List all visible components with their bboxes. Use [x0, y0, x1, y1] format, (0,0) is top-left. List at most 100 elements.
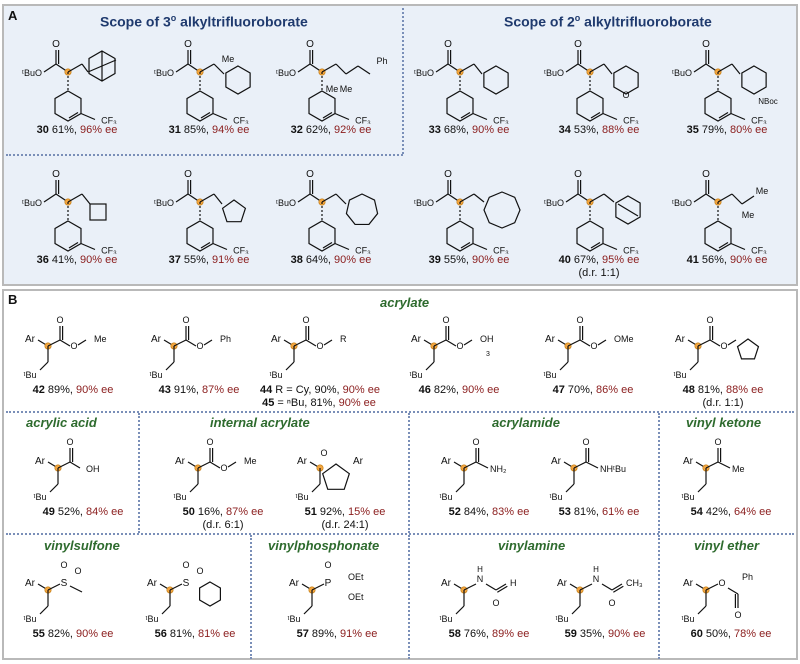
- compound-36: OᵗBuONCF₃3641%, 90% ee: [18, 164, 136, 267]
- compound-ee: 90% ee: [338, 397, 376, 409]
- sulfonyl-o-label: O: [182, 560, 189, 570]
- compound-yield: 81%,: [169, 628, 195, 640]
- compound-34: OᵗBuONCF₃O3453%, 88% ee: [540, 34, 658, 137]
- amide-bond: [585, 461, 599, 469]
- sulfonyl-o-label: O: [74, 566, 81, 576]
- amide-bond: [717, 461, 731, 469]
- chain-bond: [203, 339, 213, 346]
- compound-number: 51: [304, 506, 317, 518]
- ester-bond: [297, 193, 311, 203]
- compound-ee: 89% ee: [492, 628, 530, 640]
- pyridine-ring: [186, 90, 214, 122]
- chain-bond: [705, 583, 719, 591]
- chain-bond: [473, 193, 485, 203]
- compound-yield: 82%,: [433, 384, 459, 396]
- compound-ee: 95% ee: [602, 254, 640, 266]
- ar-label: Ar: [441, 578, 452, 589]
- compound-number: 30: [36, 124, 49, 136]
- chain-bond: [463, 461, 477, 469]
- structure-35: OᵗBuONCF₃NBoc: [672, 39, 778, 124]
- compound-number: 32: [290, 124, 303, 136]
- pyridine-ring: [704, 220, 732, 252]
- pyridine-n-label: N: [454, 253, 461, 254]
- tbu-label: ᵗBu: [34, 492, 47, 502]
- chain-bond: [603, 63, 613, 75]
- compound-number: 42: [32, 384, 45, 396]
- ar-label: Ar: [683, 456, 694, 467]
- chain-bond: [455, 483, 465, 493]
- substituent-label: NH₂: [490, 464, 507, 474]
- oxygen-label: O: [574, 169, 582, 180]
- cf3-label: CF₃: [101, 246, 117, 255]
- oxygen-label: O: [52, 169, 60, 180]
- substituent-label: OH: [86, 464, 100, 474]
- chain-bond: [567, 339, 581, 347]
- category-acrylic-acid: acrylic acid: [26, 415, 97, 430]
- chain-bond: [697, 483, 707, 493]
- chain-bond: [213, 63, 225, 75]
- chain-bond: [565, 483, 575, 493]
- compound-ee: 90% ee: [342, 384, 380, 396]
- ester-bond: [43, 63, 57, 73]
- chain-bond: [165, 361, 175, 371]
- structure-31: OᵗBuONCF₃Me: [154, 39, 251, 124]
- structure-drawing: OᵗBuONCF₃: [414, 39, 509, 125]
- compound-yield: 55%,: [443, 254, 469, 266]
- cf3-label: CF₃: [623, 116, 639, 125]
- ethyl-bond: [69, 585, 83, 593]
- compound-number: 39: [428, 254, 441, 266]
- compound-yield: 61%,: [51, 124, 77, 136]
- compound-33: OᵗBuONCF₃3368%, 90% ee: [410, 34, 528, 137]
- substituent-label: Me: [244, 456, 257, 466]
- piperidine-ring: [741, 65, 767, 95]
- compound-yield: 82%,: [47, 628, 73, 640]
- pyridine-ring: [576, 220, 604, 252]
- cf3-label: CF₃: [493, 116, 509, 125]
- structure-drawing: OᵗBuONCF₃: [276, 169, 379, 254]
- pyridine-n-label: N: [194, 123, 201, 124]
- compound-number: 31: [168, 124, 181, 136]
- cf3-bond: [602, 242, 618, 251]
- aromatic-bond: [590, 241, 601, 249]
- chain-bond: [311, 483, 321, 493]
- compound-ee: 15% ee: [348, 506, 386, 518]
- carbonyl-o-label: O: [442, 315, 449, 325]
- ar-label: Ar: [557, 578, 568, 589]
- ester-bond: [565, 193, 579, 203]
- cf3-bond: [212, 112, 228, 121]
- ar-label: Ar: [147, 578, 158, 589]
- compound-ee: 90% ee: [472, 124, 510, 136]
- me-label: Me: [326, 84, 339, 94]
- tbuo-label: ᵗBuO: [276, 198, 296, 208]
- pyridine-n-label: N: [712, 123, 719, 124]
- chain-bond: [57, 461, 71, 469]
- compound-yield: 62%,: [305, 124, 331, 136]
- compound-45-label: 45= ⁿBu, 81%, 90% ee: [260, 397, 378, 410]
- oxane-ring: [613, 65, 639, 95]
- ester-bond: [709, 339, 721, 347]
- ester-bond: [693, 63, 707, 73]
- compound-37: OᵗBuONCF₃3755%, 91% ee: [150, 164, 268, 267]
- substituent-label: H: [510, 578, 517, 588]
- ph-label: Ph: [376, 56, 387, 66]
- pyridine-n-label: N: [316, 123, 323, 124]
- structure-38: OᵗBuONCF₃: [276, 169, 379, 254]
